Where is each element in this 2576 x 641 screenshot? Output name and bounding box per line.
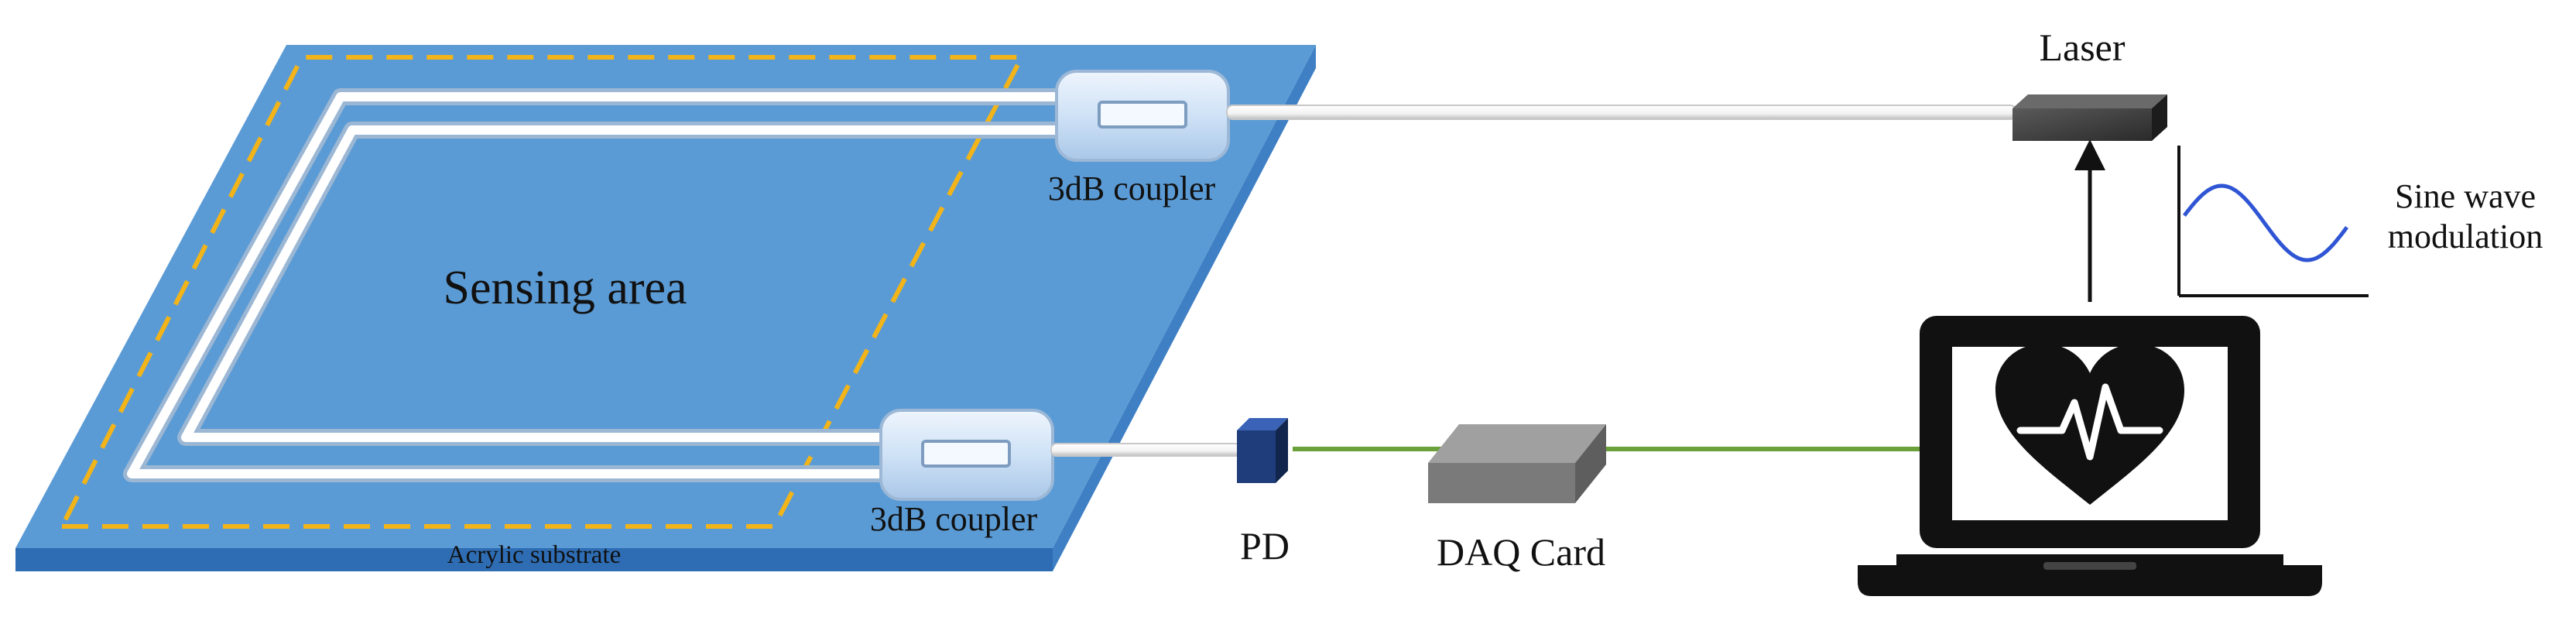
pd-box: PD: [1237, 418, 1290, 567]
acrylic-substrate-label: Acrylic substrate: [447, 541, 622, 569]
coupler-bottom: 3dB coupler: [870, 409, 1054, 538]
daq-card: DAQ Card: [1428, 424, 1606, 574]
laser-label: Laser: [2039, 26, 2125, 69]
laptop-icon: [1858, 316, 2322, 596]
modulation-label-line2: modulation: [2388, 218, 2543, 255]
coupler-top: 3dB coupler: [1048, 70, 1230, 207]
heart-pulse-icon: [1995, 344, 2184, 505]
laser-box-icon: Laser: [2012, 26, 2167, 141]
sensing-area-label: Sensing area: [443, 262, 687, 314]
pd-label: PD: [1240, 524, 1290, 567]
fiber-loop: [123, 88, 1077, 482]
sine-wave-plot: Sine wave modulation: [2177, 146, 2543, 297]
modulation-label-line1: Sine wave: [2395, 177, 2536, 215]
substrate-edge-right: [1053, 45, 1316, 571]
substrate-edge: [15, 548, 1053, 571]
sensing-area-border: [58, 55, 1026, 529]
fiber-to-pd: [1050, 443, 1242, 457]
daq-card-label: DAQ Card: [1437, 530, 1605, 574]
fiber-to-laser: [1226, 105, 2017, 120]
coupler-top-label: 3dB coupler: [1048, 170, 1216, 207]
coupler-bottom-label: 3dB coupler: [870, 500, 1038, 538]
